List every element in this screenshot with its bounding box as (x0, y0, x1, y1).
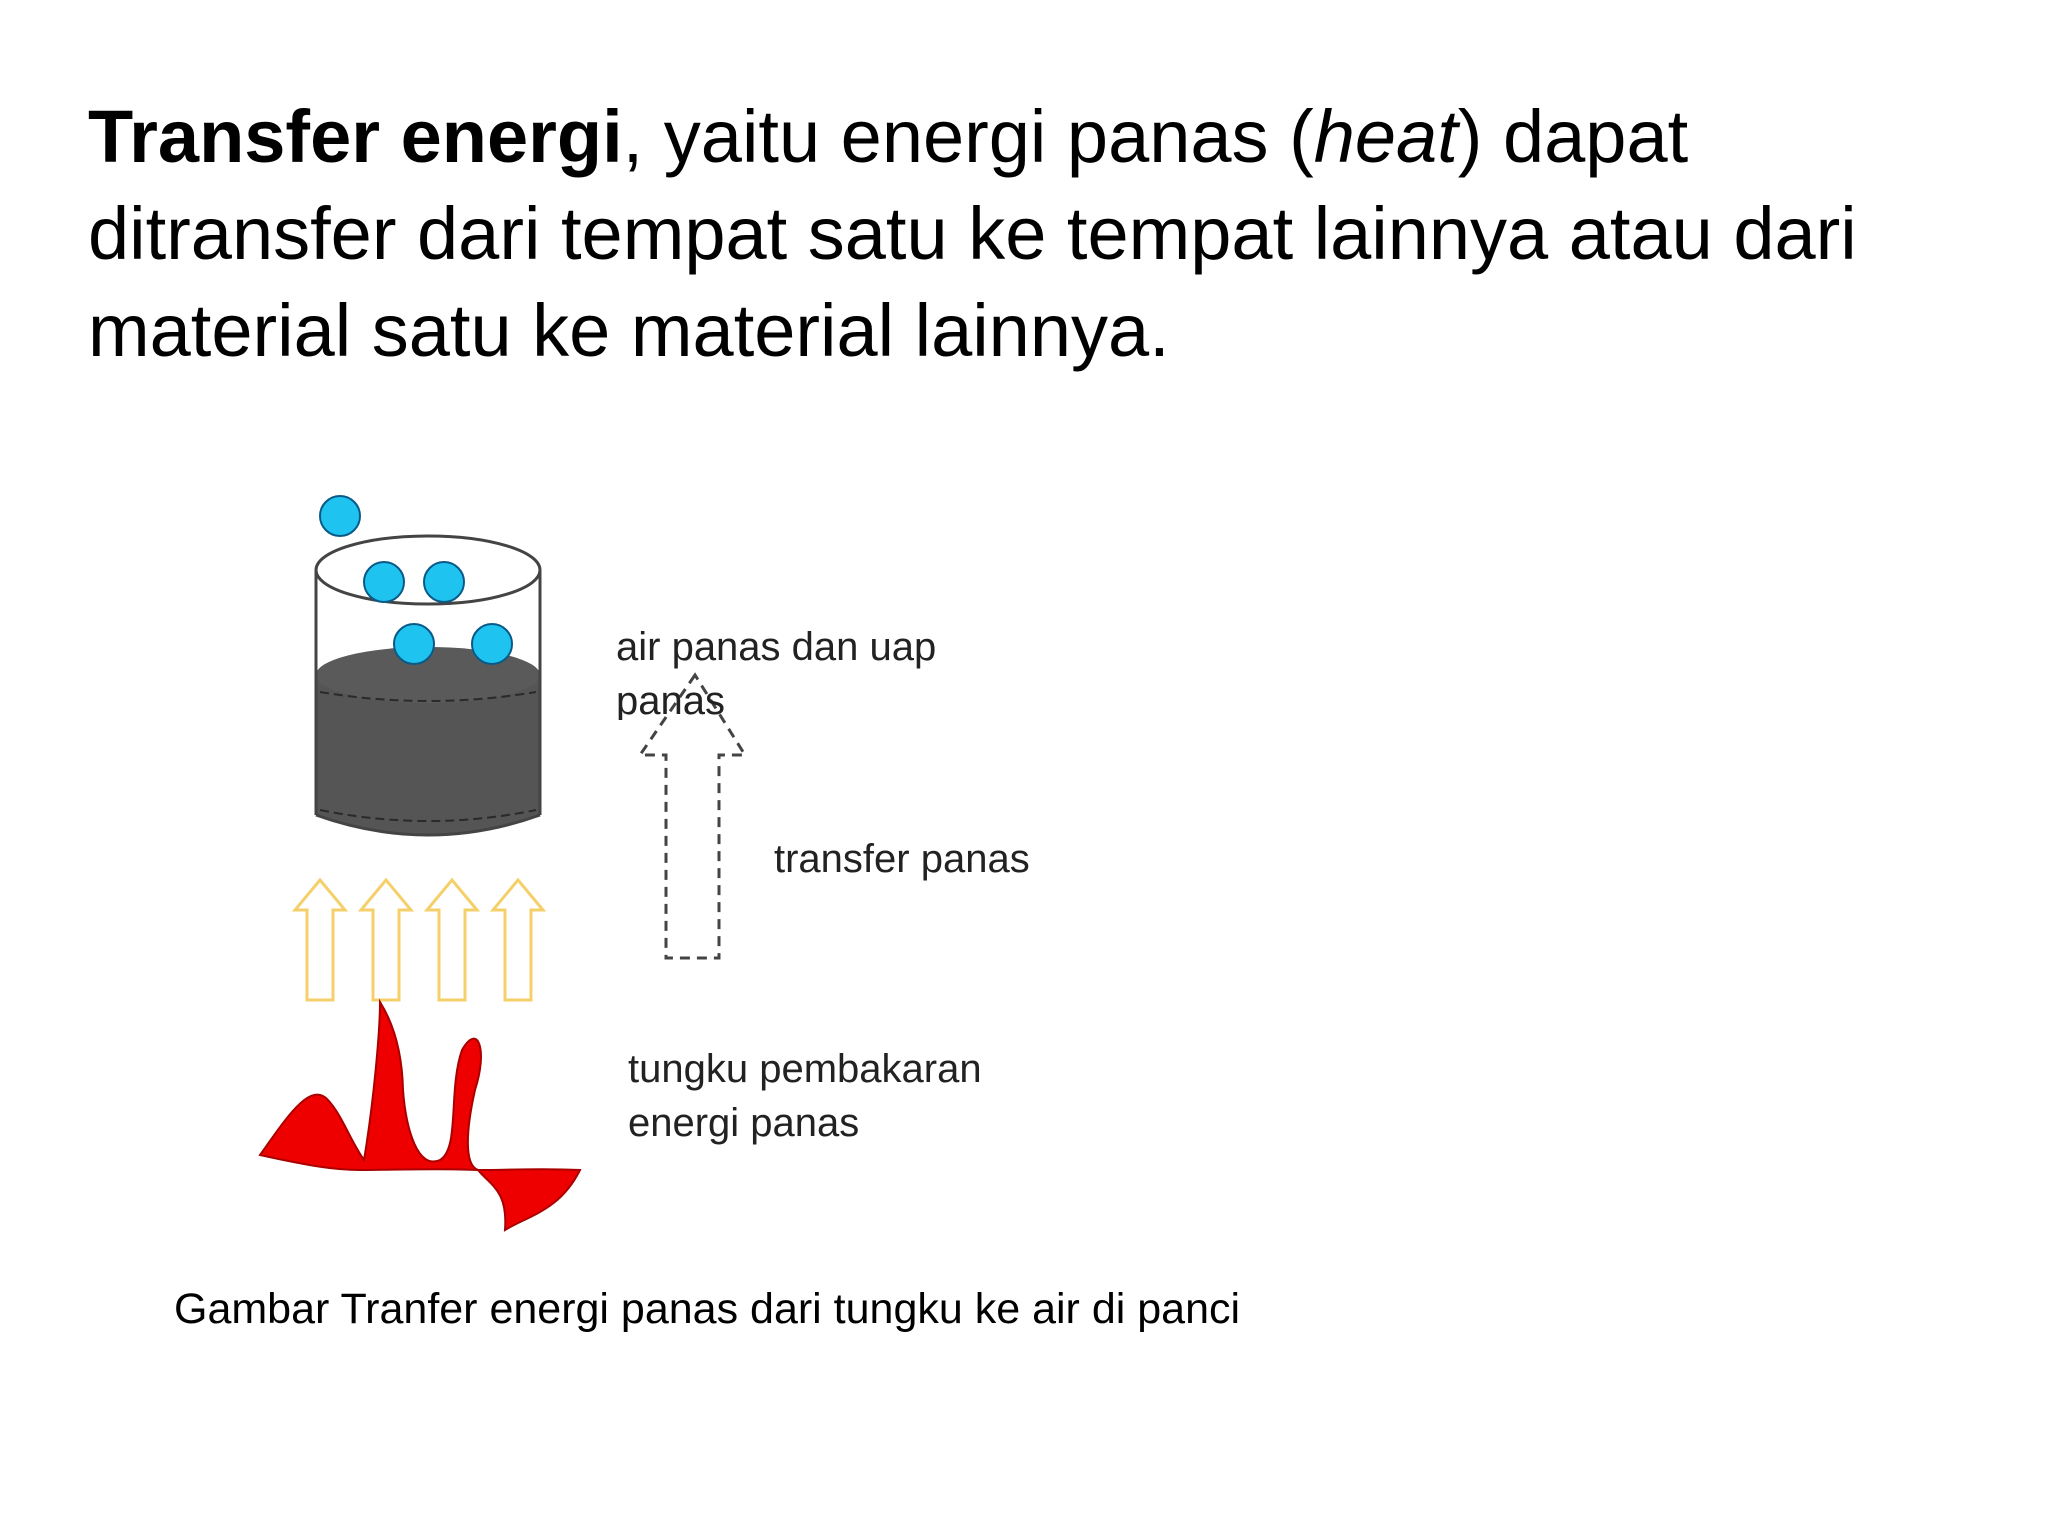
heat-arrow-icon (357, 877, 415, 1002)
heat-arrow-icon (489, 877, 547, 1002)
heading-lead: , yaitu energi panas ( (622, 95, 1314, 178)
heat-arrows (291, 877, 547, 1002)
heading-italic: heat (1313, 95, 1458, 178)
figure-caption: Gambar Tranfer energi panas dari tungku … (174, 1285, 1241, 1333)
bubble-icon (423, 561, 465, 603)
bubble-icon (319, 495, 361, 537)
label-transfer: transfer panas (774, 837, 1030, 881)
dashed-arrow-icon (637, 672, 748, 960)
slide-heading: Transfer energi, yaitu energi panas (hea… (88, 88, 1988, 379)
label-water: air panas dan uap panas (616, 625, 937, 720)
bubble-icon (363, 561, 405, 603)
bubble-icon (471, 623, 513, 665)
heat-arrow-icon (423, 877, 481, 1002)
heat-transfer-diagram (258, 495, 748, 1232)
bubble-icon (393, 623, 435, 665)
label-stove: tungku pembakaran energi panas (628, 1047, 982, 1145)
heat-transfer-figure: air panas dan uap panas transfer panas t… (240, 470, 1060, 1250)
pot-water (316, 675, 540, 835)
heat-arrow-icon (291, 877, 349, 1002)
heading-term: Transfer energi (88, 95, 623, 178)
bubbles (319, 495, 513, 665)
flame-icon (258, 998, 582, 1232)
heading-rest: ) dapat ditransfer dari tempat satu ke t… (88, 95, 1857, 372)
